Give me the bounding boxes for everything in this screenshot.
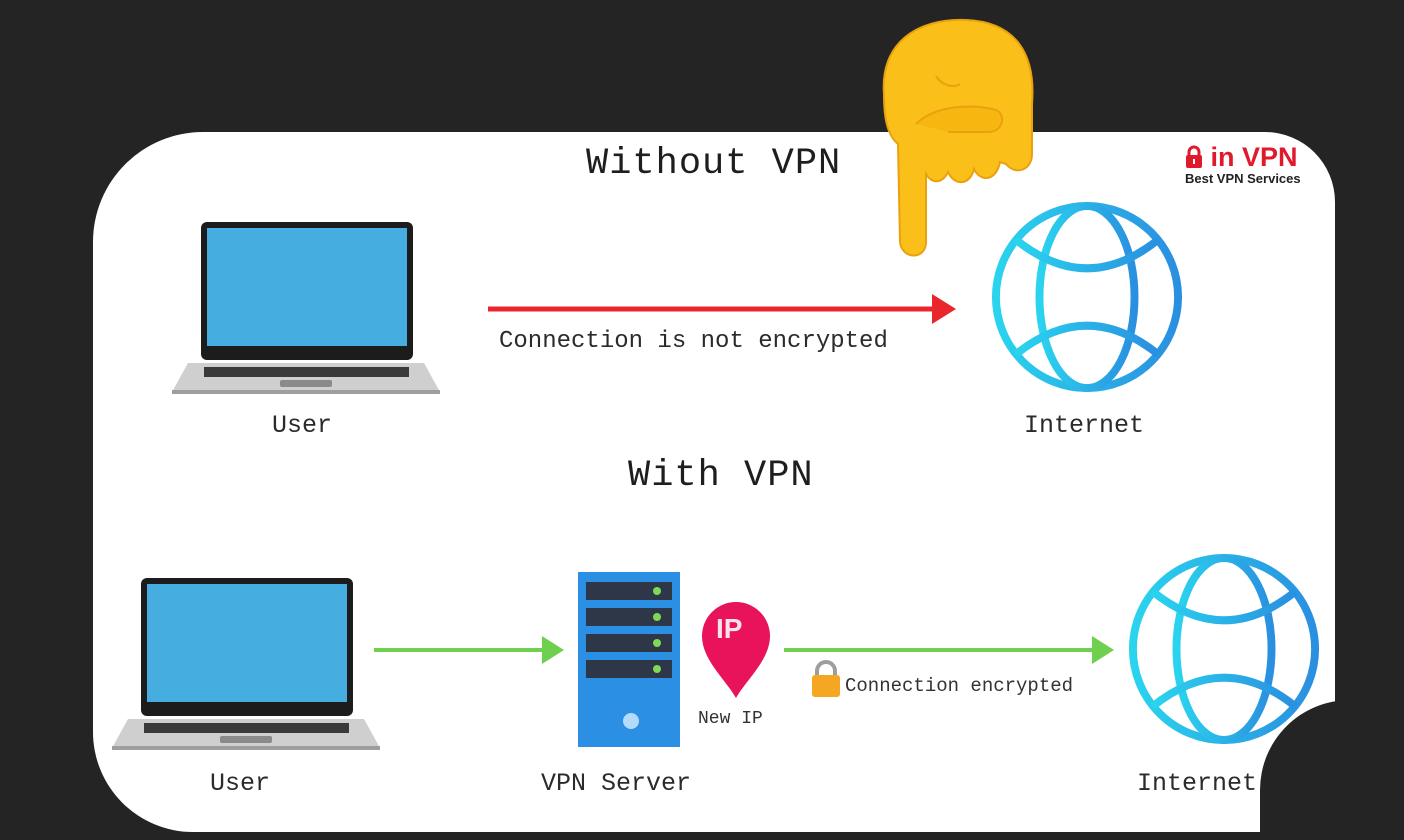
vpn-server-icon [578, 572, 680, 747]
pointing-down-hand-icon [882, 18, 1034, 257]
brand-logo: in VPN Best VPN Services [1185, 143, 1325, 186]
laptop-icon [112, 578, 380, 750]
internet-label: Internet [1137, 769, 1258, 798]
vpn-server-label: VPN Server [541, 769, 692, 798]
internet-label: Internet [1024, 411, 1145, 440]
with-vpn-title: With VPN [628, 455, 814, 497]
brand-name-row: in VPN [1185, 143, 1325, 171]
user-label: User [272, 411, 333, 440]
unencrypted-connection-label: Connection is not encrypted [499, 328, 888, 355]
globe-icon [991, 201, 1183, 393]
padlock-icon [1186, 145, 1202, 168]
ip-pin-text: IP [716, 613, 743, 644]
user-label: User [210, 769, 271, 798]
brand-name: in VPN [1210, 142, 1298, 172]
padlock-icon [812, 660, 840, 697]
user-to-server-arrow [374, 636, 564, 664]
without-vpn-title: Without VPN [586, 143, 842, 185]
unencrypted-arrow [488, 294, 956, 324]
new-ip-label: New IP [698, 709, 763, 729]
ip-location-pin-icon [702, 602, 770, 698]
encrypted-arrow [784, 636, 1114, 664]
globe-icon [1128, 553, 1320, 745]
laptop-icon [172, 222, 440, 394]
brand-tagline: Best VPN Services [1185, 171, 1301, 186]
encrypted-connection-label: Connection encrypted [845, 675, 1074, 697]
